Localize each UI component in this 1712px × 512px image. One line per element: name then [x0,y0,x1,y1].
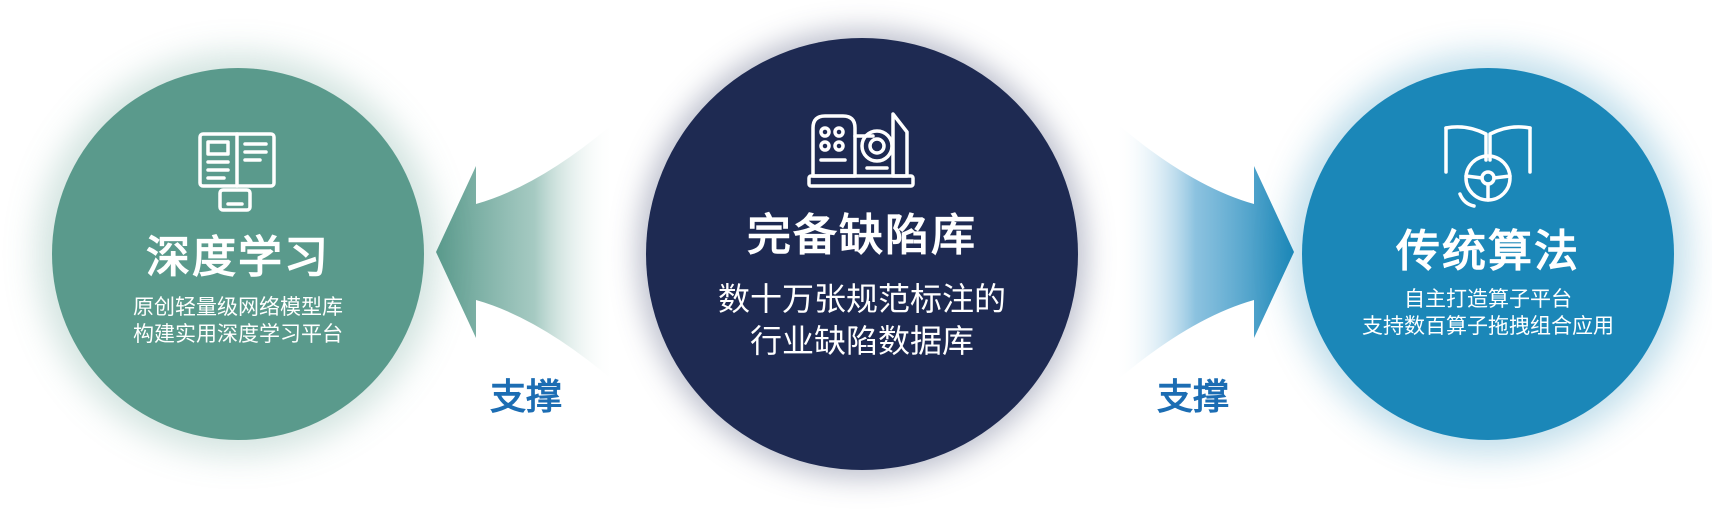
traditional-algorithm-title: 传统算法 [1396,226,1580,277]
right-support-arrow [1115,122,1294,382]
traditional-algorithm-node: 传统算法 自主打造算子平台 支持数百算子拖拽组合应用 [1302,68,1674,440]
left-arrow-shape [436,122,615,382]
book-steering-wheel-icon [1444,125,1532,208]
defect-library-desc-line2: 行业缺陷数据库 [749,322,974,360]
deep-learning-node: 深度学习 原创轻量级网络模型库 构建实用深度学习平台 [52,68,424,440]
deep-learning-desc: 原创轻量级网络模型库 构建实用深度学习平台 [133,294,343,348]
traditional-algorithm-desc-line2: 支持数百算子拖拽组合应用 [1362,314,1614,338]
document-tablet-icon [198,132,276,212]
defect-scanner-machine-icon [807,112,915,188]
defect-library-title: 完备缺陷库 [747,210,977,261]
left-support-arrow [436,122,615,382]
left-support-label: 支撑 [490,377,563,418]
right-support-label: 支撑 [1157,377,1230,418]
defect-library-desc-line1: 数十万张规范标注的 [717,280,1006,318]
right-arrow-shape [1115,122,1294,382]
deep-learning-desc-line2: 构建实用深度学习平台 [133,322,343,346]
traditional-algorithm-desc: 自主打造算子平台 支持数百算子拖拽组合应用 [1362,286,1614,340]
defect-library-node: 完备缺陷库 数十万张规范标注的 行业缺陷数据库 [646,38,1078,470]
deep-learning-title: 深度学习 [146,232,330,283]
defect-library-desc: 数十万张规范标注的 行业缺陷数据库 [718,278,1006,362]
deep-learning-desc-line1: 原创轻量级网络模型库 [133,295,343,319]
traditional-algorithm-desc-line1: 自主打造算子平台 [1404,287,1572,311]
